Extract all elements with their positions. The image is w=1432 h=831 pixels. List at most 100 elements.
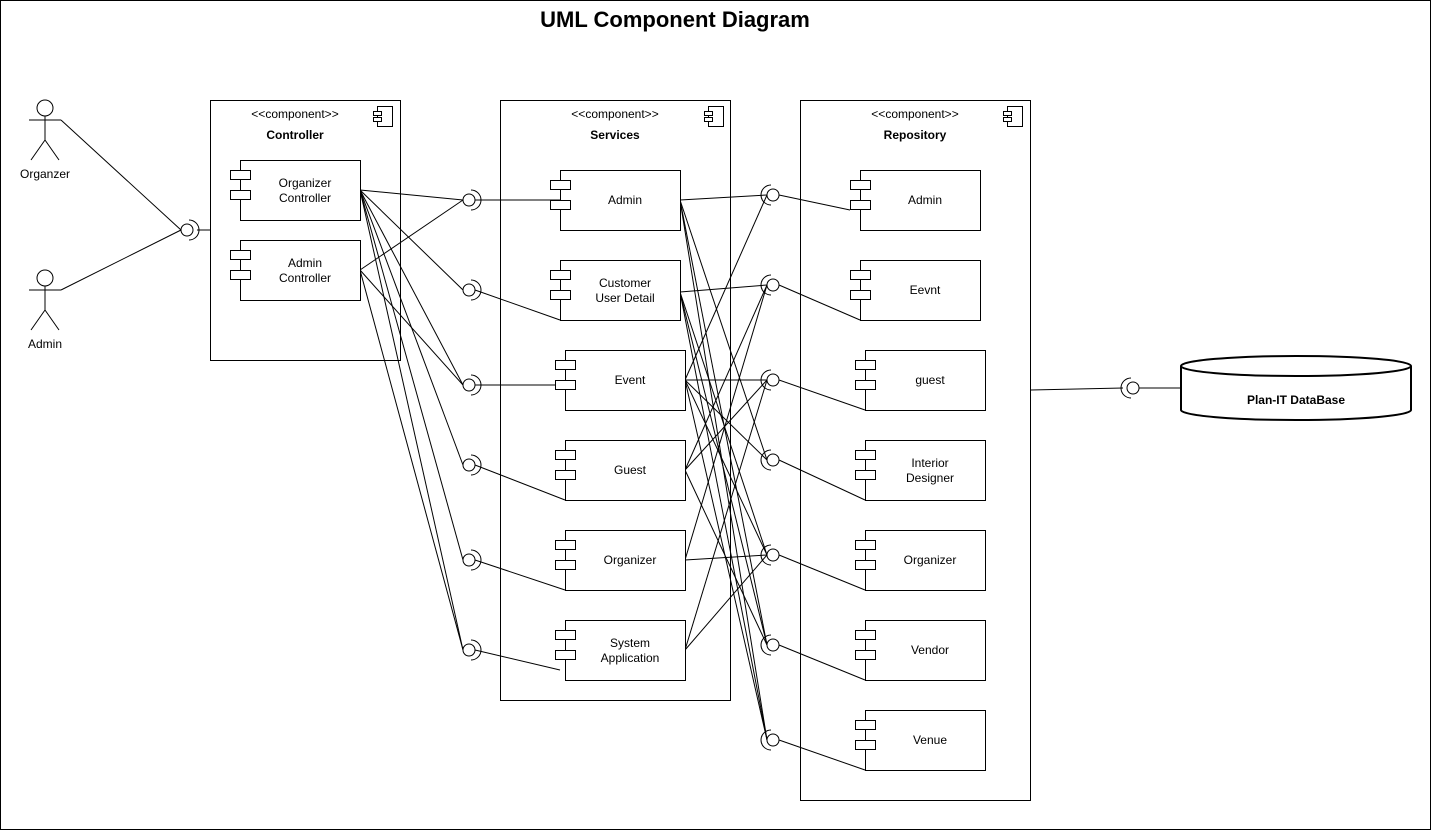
component-icon — [704, 106, 724, 127]
components: OrganizerControllerAdminControllerAdminC… — [230, 160, 986, 771]
service-socket-3[interactable] — [462, 374, 482, 396]
component-label: Admin — [908, 193, 942, 207]
component-port-bottom — [550, 290, 571, 300]
component-port-top — [855, 630, 876, 640]
component-port-top — [855, 720, 876, 730]
component-port-top — [555, 450, 576, 460]
component-icon — [373, 106, 393, 127]
database-top — [1180, 355, 1412, 377]
component-label: Organizer — [604, 553, 657, 567]
service-socket-5[interactable] — [462, 549, 482, 571]
package-stereotype: <<component>> — [871, 107, 958, 121]
component-label: Customer — [599, 276, 651, 290]
repository-socket-6[interactable] — [760, 634, 780, 656]
component-port-top — [555, 630, 576, 640]
component-port-top — [230, 250, 251, 260]
repository-socket-1[interactable] — [760, 184, 780, 206]
services-component-admin[interactable]: Admin — [550, 170, 681, 231]
repository-socket-5[interactable] — [760, 544, 780, 566]
actor-left-leg — [30, 139, 46, 161]
component-port-top — [550, 270, 571, 280]
component-port-top — [550, 180, 571, 190]
package-name: Services — [590, 128, 640, 142]
repository-component-admin[interactable]: Admin — [850, 170, 981, 231]
controller-socket[interactable] — [180, 219, 200, 241]
package-stereotype: <<component>> — [251, 107, 338, 121]
component-port-top — [855, 450, 876, 460]
component-port-bottom — [855, 650, 876, 660]
service-socket-4[interactable] — [462, 454, 482, 476]
component-port-bottom — [855, 560, 876, 570]
package-name: Repository — [884, 128, 947, 142]
service-socket-2[interactable] — [462, 279, 482, 301]
actor-head — [36, 269, 54, 287]
database-socket[interactable] — [1120, 377, 1140, 399]
component-port-top — [855, 360, 876, 370]
database-plan-it[interactable]: Plan-IT DataBase — [1180, 355, 1412, 421]
service-socket-1[interactable] — [462, 189, 482, 211]
component-box — [240, 240, 361, 301]
component-box — [240, 160, 361, 221]
service-socket-6[interactable] — [462, 639, 482, 661]
component-label: Designer — [906, 471, 954, 485]
repository-component-organizer[interactable]: Organizer — [855, 530, 986, 591]
actor-admin[interactable]: Admin — [28, 269, 62, 351]
database-label: Plan-IT DataBase — [1247, 393, 1345, 407]
component-port-bottom — [850, 290, 871, 300]
component-label: Organizer — [279, 176, 332, 190]
component-label: Event — [615, 373, 646, 387]
component-port-bottom — [855, 470, 876, 480]
component-label: System — [610, 636, 650, 650]
component-label: Eevnt — [910, 283, 941, 297]
actor-right-leg — [44, 309, 60, 331]
diagram-title: UML Component Diagram — [540, 7, 810, 32]
package-frame — [210, 100, 401, 361]
component-label: Organizer — [904, 553, 957, 567]
component-port-bottom — [230, 270, 251, 280]
component-port-top — [555, 360, 576, 370]
repository-component-eevnt[interactable]: Eevnt — [850, 260, 981, 321]
repository-socket-2[interactable] — [760, 274, 780, 296]
component-label: User Detail — [595, 291, 654, 305]
package-name: Controller — [266, 128, 324, 142]
component-label: Controller — [279, 191, 331, 205]
repository-component-vendor[interactable]: Vendor — [855, 620, 986, 681]
package-controller[interactable]: <<component>> Controller — [210, 100, 401, 361]
repository-socket-7[interactable] — [760, 729, 780, 751]
component-box — [865, 440, 986, 501]
services-component-organizer[interactable]: Organizer — [555, 530, 686, 591]
actor-left-leg — [30, 309, 46, 331]
services-component-event[interactable]: Event — [555, 350, 686, 411]
package-services[interactable]: <<component>> Services — [500, 100, 731, 701]
repository-socket-3[interactable] — [760, 369, 780, 391]
repository-socket-4[interactable] — [760, 449, 780, 471]
component-box — [565, 350, 686, 411]
component-label: Admin — [608, 193, 642, 207]
component-label: Admin — [288, 256, 322, 270]
component-box — [565, 530, 686, 591]
package-repository[interactable]: <<component>> Repository — [800, 100, 1031, 801]
component-port-bottom — [855, 380, 876, 390]
component-port-bottom — [230, 190, 251, 200]
package-frame — [800, 100, 1031, 801]
component-label: guest — [915, 373, 945, 387]
component-port-bottom — [555, 650, 576, 660]
repository-component-venue[interactable]: Venue — [855, 710, 986, 771]
repository-component-guest[interactable]: guest — [855, 350, 986, 411]
component-port-top — [850, 180, 871, 190]
component-box — [865, 620, 986, 681]
actor-right-leg — [44, 139, 60, 161]
component-port-bottom — [555, 470, 576, 480]
actor-organizer[interactable]: Organzer — [20, 99, 70, 181]
component-port-top — [850, 270, 871, 280]
services-component-guest[interactable]: Guest — [555, 440, 686, 501]
component-label: Interior — [911, 456, 948, 470]
component-label: Venue — [913, 733, 947, 747]
